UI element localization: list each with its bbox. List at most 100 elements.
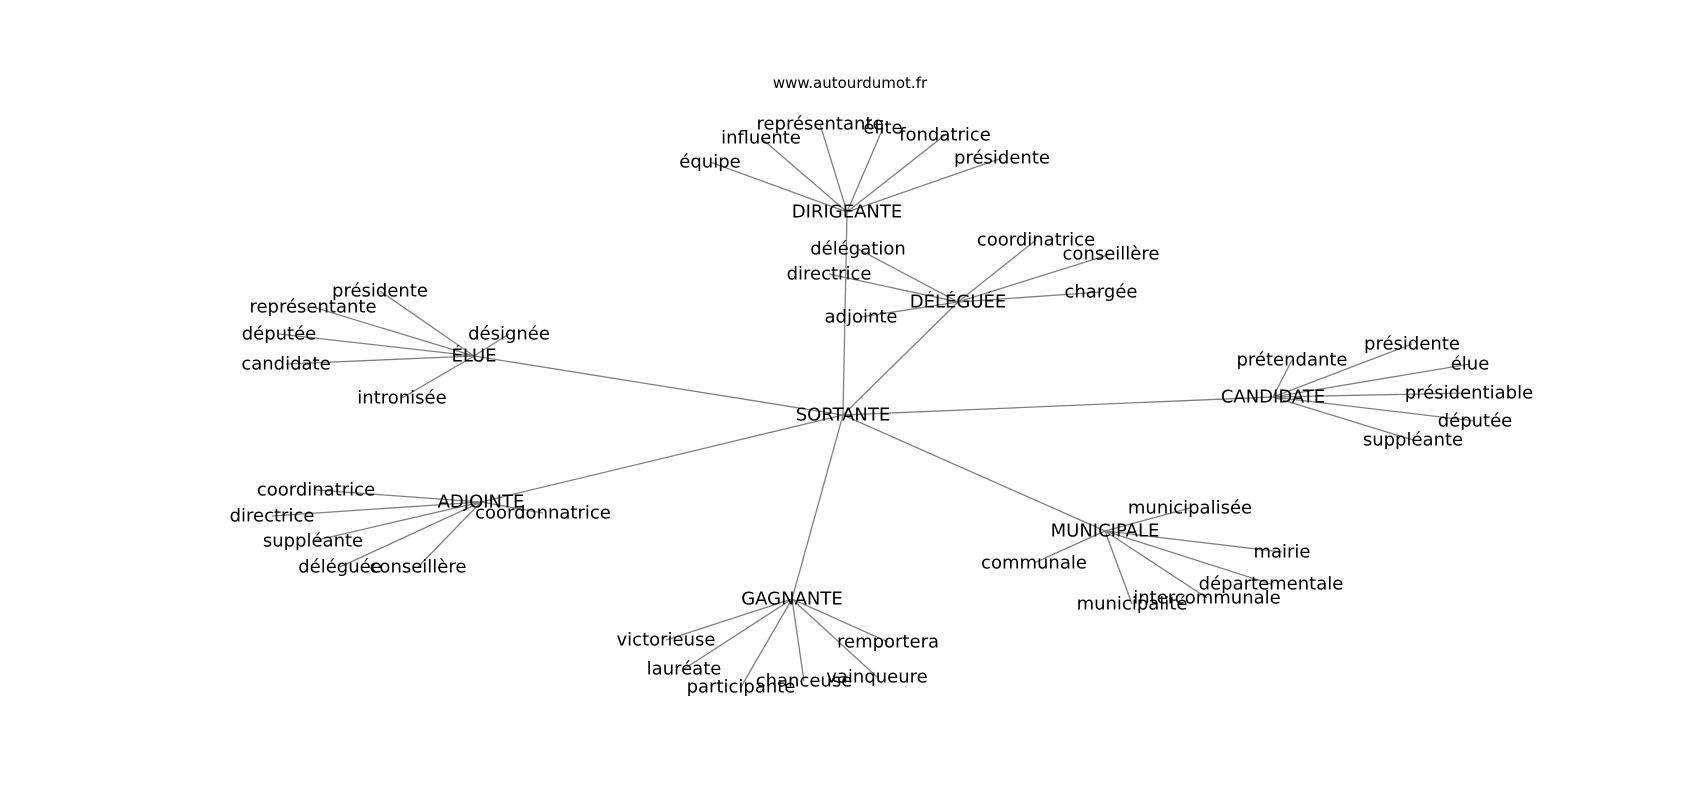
- watermark: www.autourdumot.fr: [773, 74, 928, 92]
- leaf-node-municipale: départementale: [1199, 574, 1344, 595]
- graph-edges: [271, 123, 1476, 688]
- graph-labels: www.autourdumot.fr SORTANTE DIRIGEANTE éq…: [230, 74, 1534, 698]
- edge-dirigeante-leaf: [846, 134, 946, 213]
- edge-municipale-leaf: [1104, 507, 1191, 532]
- edge-deleguee-leaf: [957, 253, 1112, 303]
- edge-center-municipale: [842, 414, 1106, 532]
- edge-center-gagnante: [791, 414, 844, 600]
- edge-center-elue: [473, 355, 844, 416]
- edge-municipale-leaf: [1104, 530, 1283, 553]
- edge-municipale-leaf: [1104, 530, 1272, 585]
- edge-elue-leaf: [278, 333, 475, 357]
- leaf-node-elue: présidente: [332, 281, 428, 302]
- leaf-node-adjointe: coordinatrice: [257, 480, 375, 501]
- leaf-node-deleguee: adjointe: [824, 307, 897, 328]
- edge-adjointe-leaf: [480, 501, 544, 514]
- leaf-node-gagnante: vainqueure: [826, 667, 928, 688]
- edge-deleguee-leaf: [957, 291, 1102, 303]
- leaf-node-adjointe: suppléante: [263, 531, 363, 552]
- edge-gagnante-leaf: [791, 598, 889, 643]
- leaf-node-elue: représentante: [249, 297, 376, 318]
- leaf-node-dirigeante: fondatrice: [899, 125, 991, 146]
- edge-elue-leaf: [379, 290, 475, 357]
- edge-center-deleguee: [842, 301, 959, 416]
- leaf-node-dirigeante: élite: [863, 118, 902, 139]
- edge-gagnante-leaf: [665, 598, 793, 641]
- edge-deleguee-leaf: [957, 239, 1037, 303]
- edge-elue-leaf: [473, 333, 510, 357]
- leaf-node-deleguee: chargée: [1065, 282, 1138, 303]
- edge-center-candidate: [842, 396, 1274, 416]
- leaf-node-dirigeante: équipe: [679, 152, 740, 173]
- leaf-node-deleguee: conseillère: [1063, 244, 1160, 265]
- edge-candidate-leaf: [1272, 396, 1414, 441]
- leaf-node-dirigeante: présidente: [954, 148, 1050, 169]
- edge-candidate-leaf: [1272, 363, 1471, 398]
- leaf-node-municipale: communale: [981, 553, 1087, 574]
- edge-dirigeante-leaf: [760, 137, 848, 213]
- edge-gagnante-leaf: [791, 598, 878, 678]
- leaf-node-gagnante: lauréate: [647, 659, 722, 680]
- edge-elue-leaf: [401, 355, 475, 399]
- leaf-node-gagnante: remportera: [837, 632, 939, 653]
- leaf-node-municipale: municipalité: [1077, 594, 1188, 615]
- edge-gagnante-leaf: [683, 598, 793, 670]
- leaf-node-adjointe: conseillère: [370, 557, 467, 578]
- edge-municipale-leaf: [1104, 530, 1133, 605]
- hub-node-adjointe: ADJOINTE: [438, 492, 525, 513]
- edge-candidate-leaf: [1272, 392, 1470, 398]
- edge-center-adjointe: [480, 414, 844, 503]
- leaf-node-municipale: mairie: [1253, 542, 1310, 563]
- leaf-node-candidate: présidentiable: [1405, 383, 1533, 404]
- leaf-node-elue: députée: [242, 324, 317, 345]
- edge-dirigeante-leaf: [846, 127, 884, 213]
- leaf-node-dirigeante: représentante: [756, 114, 883, 135]
- edge-municipale-leaf: [1033, 530, 1106, 564]
- edge-candidate-leaf: [1272, 359, 1293, 398]
- leaf-node-candidate: élue: [1451, 354, 1490, 375]
- leaf-node-gagnante: chanceuse: [756, 671, 853, 692]
- edge-adjointe-leaf: [271, 501, 482, 517]
- edge-candidate-leaf: [1272, 396, 1476, 422]
- edge-dirigeante-leaf: [846, 157, 1003, 213]
- edge-candidate-leaf: [1272, 343, 1413, 398]
- hub-node-candidate: CANDIDATE: [1221, 387, 1325, 408]
- edge-deleguee-leaf: [860, 301, 959, 318]
- hub-node-municipale: MUNICIPALE: [1051, 521, 1160, 542]
- hub-node-elue: ÉLUE: [451, 345, 496, 367]
- leaf-node-municipale: municipalisée: [1128, 498, 1252, 519]
- edge-elue-leaf: [285, 355, 475, 365]
- leaf-node-gagnante: victorieuse: [617, 630, 716, 651]
- edge-adjointe-leaf: [312, 501, 482, 542]
- hub-node-dirigeante: DIRIGEANTE: [792, 202, 902, 223]
- leaf-node-elue: désignée: [468, 324, 550, 345]
- leaf-node-deleguee: directrice: [787, 264, 872, 285]
- leaf-node-adjointe: déléguée: [298, 557, 382, 578]
- edge-adjointe-leaf: [315, 489, 482, 503]
- leaf-node-candidate: présidente: [1364, 334, 1460, 355]
- leaf-node-deleguee: coordinatrice: [977, 230, 1095, 251]
- leaf-node-deleguee: délégation: [810, 239, 906, 260]
- leaf-node-adjointe: directrice: [230, 506, 315, 527]
- leaf-node-dirigeante: influente: [721, 128, 801, 149]
- edge-elue-leaf: [312, 306, 475, 357]
- leaf-node-candidate: députée: [1438, 411, 1513, 432]
- edge-dirigeante-leaf: [709, 161, 848, 213]
- edge-deleguee-leaf: [828, 273, 959, 303]
- edge-adjointe-leaf: [417, 501, 482, 568]
- edge-gagnante-leaf: [791, 598, 805, 682]
- edge-municipale-leaf: [1104, 530, 1208, 599]
- leaf-node-gagnante: participante: [687, 677, 796, 698]
- leaf-node-elue: intronisée: [357, 388, 446, 409]
- leaf-node-municipale: intercommunale: [1133, 588, 1280, 609]
- edge-center-dirigeante: [842, 211, 848, 416]
- edge-deleguee-leaf: [857, 248, 959, 303]
- leaf-node-candidate: suppléante: [1363, 430, 1463, 451]
- center-node: SORTANTE: [796, 405, 891, 426]
- leaf-node-candidate: prétendante: [1236, 350, 1347, 371]
- leaf-node-elue: candidate: [241, 354, 330, 375]
- hub-node-deleguee: DÉLÉGUÉE: [910, 291, 1007, 313]
- edge-adjointe-leaf: [339, 501, 482, 568]
- edge-dirigeante-leaf: [819, 123, 848, 213]
